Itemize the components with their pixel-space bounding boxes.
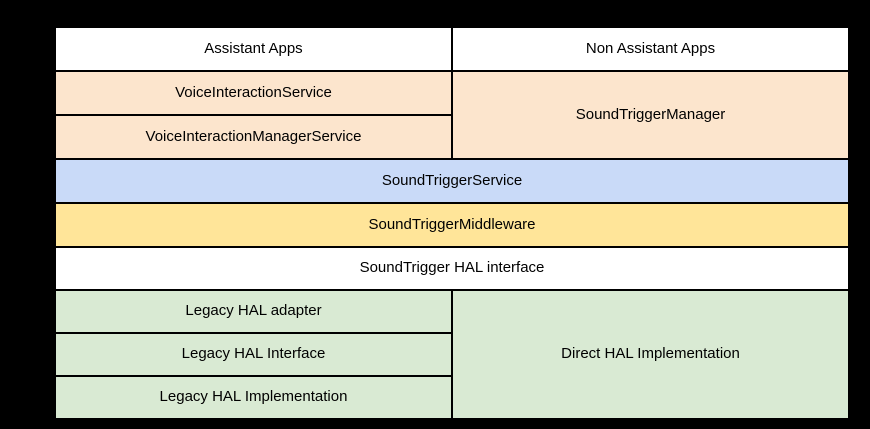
cell-legacy-hal-adapter: Legacy HAL adapter [54,289,453,334]
table-row-headers: Assistant Apps Non Assistant Apps [54,26,850,72]
cell-voice-interaction-manager-service: VoiceInteractionManagerService [54,114,453,160]
table-row-legacy-hal-interface: Legacy HAL Interface [54,332,849,377]
table-row-legacy-hal-implementation: Legacy HAL Implementation [54,375,849,420]
cell-assistant-apps: Assistant Apps [54,26,453,72]
cell-direct-hal-implementation: Direct HAL Implementation [451,289,850,420]
cell-sound-trigger-middleware: SoundTriggerMiddleware [54,202,850,248]
cell-legacy-hal-interface: Legacy HAL Interface [54,332,453,377]
table-row-legacy-hal-adapter: Legacy HAL adapter Direct HAL Implementa… [54,289,850,420]
cell-voice-interaction-service: VoiceInteractionService [54,70,453,116]
cell-non-assistant-apps: Non Assistant Apps [451,26,850,72]
architecture-layer-body: Assistant Apps Non Assistant Apps VoiceI… [54,26,850,420]
architecture-layer-table: Assistant Apps Non Assistant Apps VoiceI… [54,26,850,420]
table-row-sound-trigger-middleware: SoundTriggerMiddleware [54,202,850,248]
table-row-voice-interaction-manager-service: VoiceInteractionManagerService [54,114,849,160]
table-row-voice-interaction-service: VoiceInteractionService SoundTriggerMana… [54,70,850,160]
cell-legacy-hal-implementation: Legacy HAL Implementation [54,375,453,420]
cell-sound-trigger-hal-interface: SoundTrigger HAL interface [54,246,850,291]
cell-sound-trigger-service: SoundTriggerService [54,158,850,204]
table-row-sound-trigger-service: SoundTriggerService [54,158,850,204]
table-row-sound-trigger-hal-interface: SoundTrigger HAL interface [54,246,850,291]
cell-sound-trigger-manager: SoundTriggerManager [451,70,850,160]
